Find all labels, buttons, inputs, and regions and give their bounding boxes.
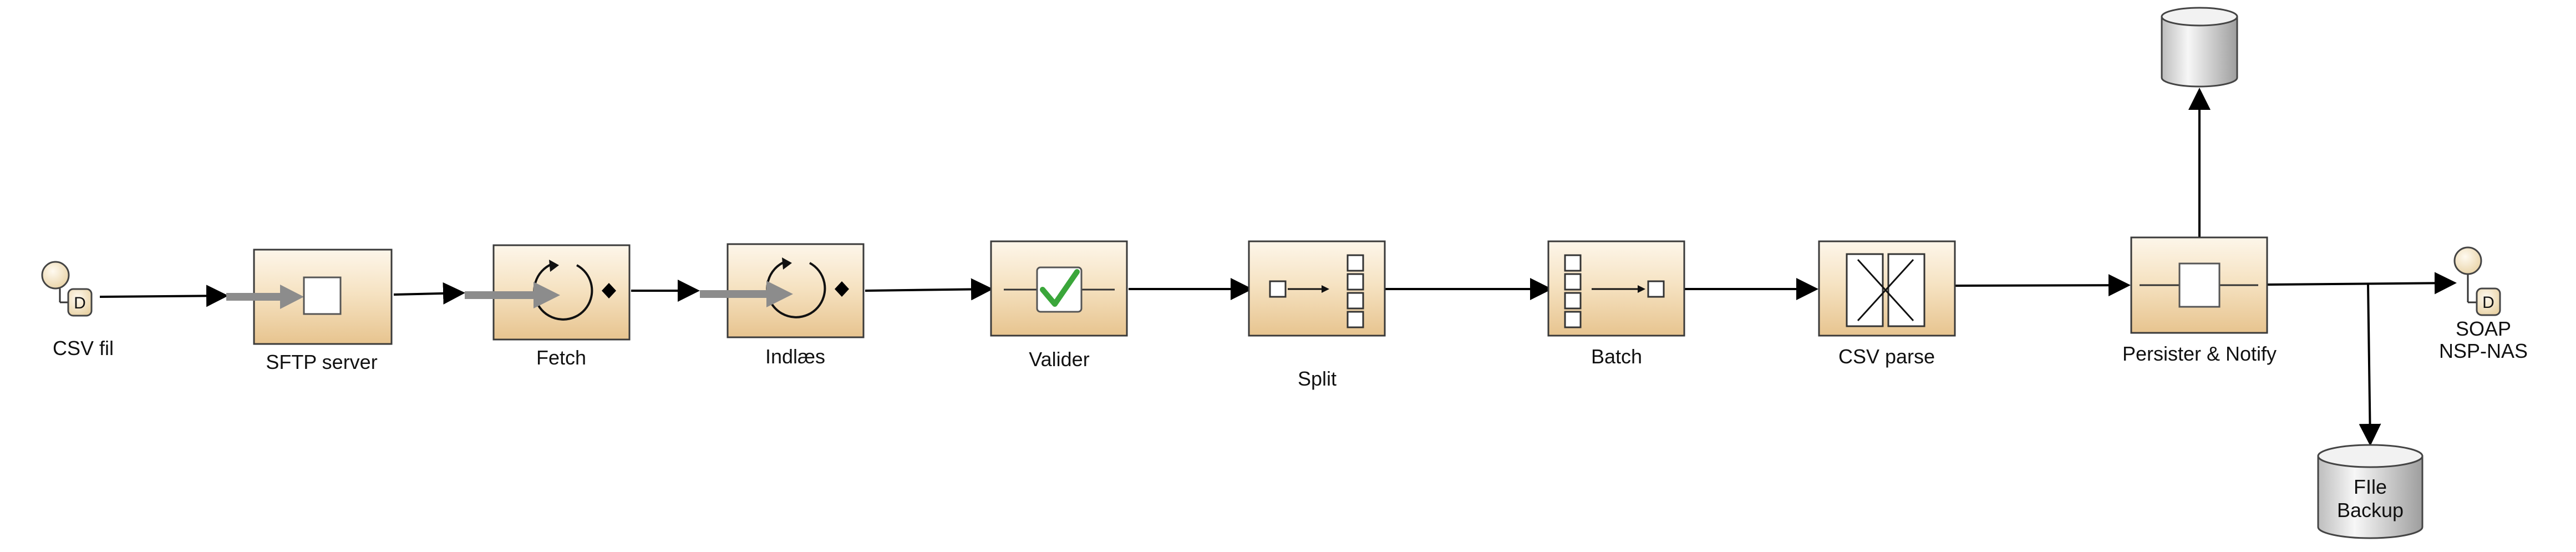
persister-notify-label: Persister & Notify <box>2122 342 2277 365</box>
polling-consumer-icon <box>766 257 849 318</box>
edge-to-file-backup <box>2359 283 2381 446</box>
polling-consumer-icon <box>533 260 616 321</box>
file-backup-label-line1: FIle <box>2354 475 2387 498</box>
edge-csvparse-to-persister <box>1953 274 2131 297</box>
csv-fil-label: CSV fil <box>53 337 114 359</box>
batch-node[interactable]: Batch <box>1547 240 1685 368</box>
valider-label: Valider <box>1029 348 1089 371</box>
soap-label-line1: SOAP <box>2456 317 2511 340</box>
endpoint-circle-icon <box>41 261 70 290</box>
indlaes-node[interactable]: Indlæs <box>700 243 865 368</box>
soap-nsp-nas-endpoint[interactable]: D SOAP NSP-NAS <box>2439 246 2528 362</box>
file-backup-label-line2: Backup <box>2337 499 2404 521</box>
endpoint-square-icon <box>303 276 342 315</box>
endpoint-badge-icon <box>2476 287 2501 316</box>
checkmark-icon <box>1040 269 1080 307</box>
edge-persister-to-soap <box>2267 272 2457 295</box>
csv-parse-node[interactable]: CSV parse <box>1818 240 1956 368</box>
fetch-label: Fetch <box>536 346 586 369</box>
edge-indlaes-to-valider <box>865 278 993 301</box>
endpoint-circle-icon <box>2453 246 2482 275</box>
grey-arrow-icon <box>465 282 560 308</box>
split-node[interactable]: Split <box>1248 240 1386 390</box>
split-label: Split <box>1298 367 1337 390</box>
sftp-server-node[interactable]: SFTP server <box>226 249 393 373</box>
endpoint-square-icon <box>2178 262 2221 308</box>
batch-label: Batch <box>1591 345 1642 368</box>
fetch-node[interactable]: Fetch <box>465 244 631 369</box>
endpoint-badge-icon <box>67 288 93 317</box>
splitter-icon <box>1269 254 1364 328</box>
aggregator-icon <box>1564 254 1665 328</box>
edges <box>99 88 2457 446</box>
edge-sftp-to-fetch <box>393 282 465 305</box>
database-cylinder-icon[interactable] <box>2161 7 2238 88</box>
file-backup-cylinder-icon[interactable]: FIle Backup <box>2317 444 2423 539</box>
csv-parse-label: CSV parse <box>1838 345 1935 368</box>
endpoint-badge-letter: D <box>74 294 86 312</box>
grey-arrow-icon <box>700 281 793 307</box>
indlaes-label: Indlæs <box>765 345 825 368</box>
edge-csv-to-sftp <box>99 285 228 307</box>
grey-arrow-icon <box>226 285 304 309</box>
persister-notify-node[interactable]: Persister & Notify <box>2122 236 2277 365</box>
sftp-server-label: SFTP server <box>266 351 377 373</box>
soap-label-line2: NSP-NAS <box>2439 340 2528 362</box>
translator-icon <box>1846 253 1925 327</box>
csv-fil-endpoint[interactable]: D CSV fil <box>41 261 114 359</box>
endpoint-badge-letter: D <box>2482 293 2494 312</box>
valider-node[interactable]: Valider <box>990 240 1128 371</box>
